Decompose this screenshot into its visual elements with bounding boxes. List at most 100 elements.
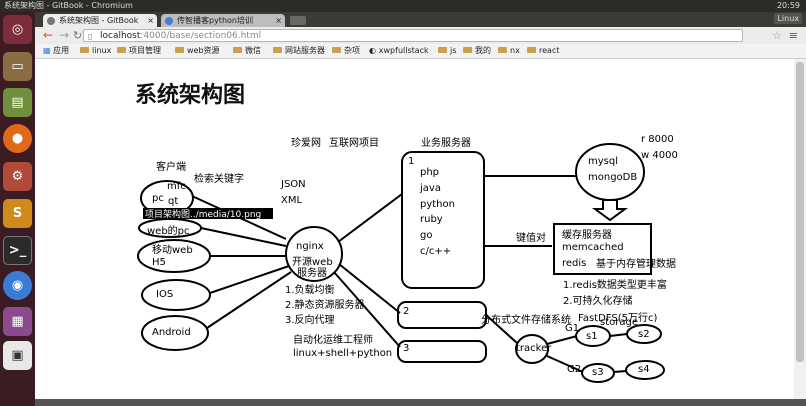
books-icon[interactable]: ▤ xyxy=(3,88,32,117)
terminal-icon[interactable]: >_ xyxy=(3,236,32,265)
label-python: python xyxy=(420,199,455,210)
bookmark-xwpfullstack[interactable]: ◐ xwpfullstack xyxy=(369,46,429,55)
label-internet-project: 互联网项目 xyxy=(329,138,379,149)
back-icon[interactable]: ← xyxy=(43,28,54,42)
label-s3: s3 xyxy=(592,367,604,378)
files-icon[interactable]: ▭ xyxy=(3,52,32,81)
tracker-ellipse xyxy=(515,334,549,364)
label-php: php xyxy=(420,167,440,178)
settings-icon[interactable]: ⚙ xyxy=(3,162,32,191)
label-g2: G2 xyxy=(567,364,582,375)
bookmark-react[interactable]: react xyxy=(527,44,559,58)
close-icon[interactable]: × xyxy=(275,16,282,25)
sublime-icon[interactable]: S xyxy=(3,199,32,228)
forward-icon[interactable]: → xyxy=(59,28,70,42)
workbench-icon[interactable]: ▣ xyxy=(3,341,32,370)
reload-icon[interactable]: ↻ xyxy=(73,29,83,42)
label-search-keyword: 检索关键字 xyxy=(194,174,244,185)
folder-icon xyxy=(175,47,184,53)
scrollbar-thumb[interactable] xyxy=(796,62,804,362)
label-business-server: 业务服务器 xyxy=(421,138,471,149)
label-nginx: nginx xyxy=(296,241,324,252)
label-redis-types: 1.redis数据类型更丰富 xyxy=(563,280,667,291)
label-tracker: tracker xyxy=(516,343,552,354)
chromium-icon[interactable]: ◉ xyxy=(3,271,32,300)
label-mysql: mysql xyxy=(588,156,618,167)
label-go: go xyxy=(420,230,433,241)
tooltip xyxy=(143,208,273,219)
bookmark-linux[interactable]: linux xyxy=(80,44,111,58)
page-icon: ▯ xyxy=(88,32,93,41)
address-bar[interactable]: ▯ localhost:4000/base/section06.html xyxy=(83,29,743,42)
android-ellipse xyxy=(141,315,209,351)
label-ops-stack: linux+shell+python xyxy=(293,348,393,359)
s4-ellipse xyxy=(625,360,665,380)
label-ios: IOS xyxy=(156,289,174,300)
label-static-server: 2.静态资源服务器 xyxy=(285,300,365,311)
diagram-labels: 珍爱网 互联网项目 业务服务器 客户端 检索关键字 pc mfc qt JSON… xyxy=(35,59,794,399)
bookmark-web-servers[interactable]: 网站服务器 xyxy=(273,44,325,58)
bookmark-nx[interactable]: nx xyxy=(498,44,520,58)
bookmark-web-resources[interactable]: web资源 xyxy=(175,44,220,58)
folder-icon xyxy=(463,47,472,53)
label-pc: pc xyxy=(152,193,164,204)
workspace-icon[interactable]: ▦ xyxy=(3,307,32,336)
business-server-box xyxy=(401,151,485,289)
label-zhenaiwang: 珍爱网 xyxy=(291,138,321,149)
folder-icon xyxy=(273,47,282,53)
window-title: 系统架构图 - GitBook - Chromium xyxy=(4,1,133,10)
bookmark-misc[interactable]: 杂项 xyxy=(332,44,360,58)
label-server-2: 2 xyxy=(403,306,410,317)
folder-icon xyxy=(332,47,341,53)
label-cache-server: 缓存服务器 xyxy=(562,230,612,241)
label-java: java xyxy=(420,183,441,194)
bookmark-wechat[interactable]: 微信 xyxy=(233,44,261,58)
label-h5: H5 xyxy=(152,257,166,268)
os-label: Linux xyxy=(774,13,802,24)
page-content: 系统架构图 xyxy=(35,59,794,399)
label-memcached: memcached xyxy=(562,242,624,253)
label-android: Android xyxy=(152,327,191,338)
label-client: 客户端 xyxy=(156,162,186,173)
label-key-value: 键值对 xyxy=(516,233,546,244)
nginx-ellipse xyxy=(285,226,343,282)
label-s4: s4 xyxy=(638,364,650,375)
folder-icon xyxy=(233,47,242,53)
close-icon[interactable]: × xyxy=(147,16,154,25)
page-title: 系统架构图 xyxy=(135,83,246,108)
apps-icon: ▦ xyxy=(43,46,54,55)
bookmark-project-mgmt[interactable]: 项目管理 xyxy=(117,44,161,58)
label-s2: s2 xyxy=(638,329,650,340)
firefox-icon[interactable]: ● xyxy=(3,124,32,153)
label-redis: redis xyxy=(562,258,587,269)
label-mfc: mfc xyxy=(167,181,186,192)
folder-icon xyxy=(527,47,536,53)
dash-icon[interactable]: ◎ xyxy=(3,15,32,44)
label-json: JSON xyxy=(281,179,306,190)
folder-icon xyxy=(438,47,447,53)
label-memory-managed: 基于内存管理数据 xyxy=(596,259,676,270)
ios-ellipse xyxy=(141,279,211,311)
folder-icon xyxy=(498,47,507,53)
star-icon[interactable]: ☆ xyxy=(772,29,782,42)
tab-itcast[interactable]: 传智播客python培训 × xyxy=(161,14,285,27)
label-fastdfs: FastDFS(5万行c) xyxy=(578,313,658,324)
label-distributed-fs: 分布式文件存储系统 xyxy=(481,315,571,326)
down-arrow-icon xyxy=(591,199,629,222)
label-web-pc: web的pc xyxy=(147,226,190,237)
menu-icon[interactable]: ≡ xyxy=(788,29,798,42)
bookmark-js[interactable]: js xyxy=(438,44,456,58)
label-cpp: c/c++ xyxy=(420,246,452,257)
bookmark-mine[interactable]: 我的 xyxy=(463,44,491,58)
label-xml: XML xyxy=(281,195,303,206)
label-server-1: 1 xyxy=(408,156,415,167)
launcher: ◎ ▭ ▤ ● ⚙ S >_ ◉ ▦ ▣ xyxy=(0,12,35,406)
label-storage: storage xyxy=(600,317,638,328)
tab-gitbook[interactable]: 系统架构图 - GitBook × xyxy=(43,14,157,27)
label-open-source-web: 开源web xyxy=(292,257,333,268)
system-top-bar: 系统架构图 - GitBook - Chromium 20:59 xyxy=(0,0,806,12)
bookmarks-bar: ▦ 应用 linux 项目管理 web资源 微信 网站服务器 杂项 ◐ xwpf… xyxy=(35,44,806,59)
bookmark-apps[interactable]: ▦ 应用 xyxy=(43,46,70,55)
folder-icon xyxy=(80,47,89,53)
new-tab-button[interactable] xyxy=(290,16,306,25)
